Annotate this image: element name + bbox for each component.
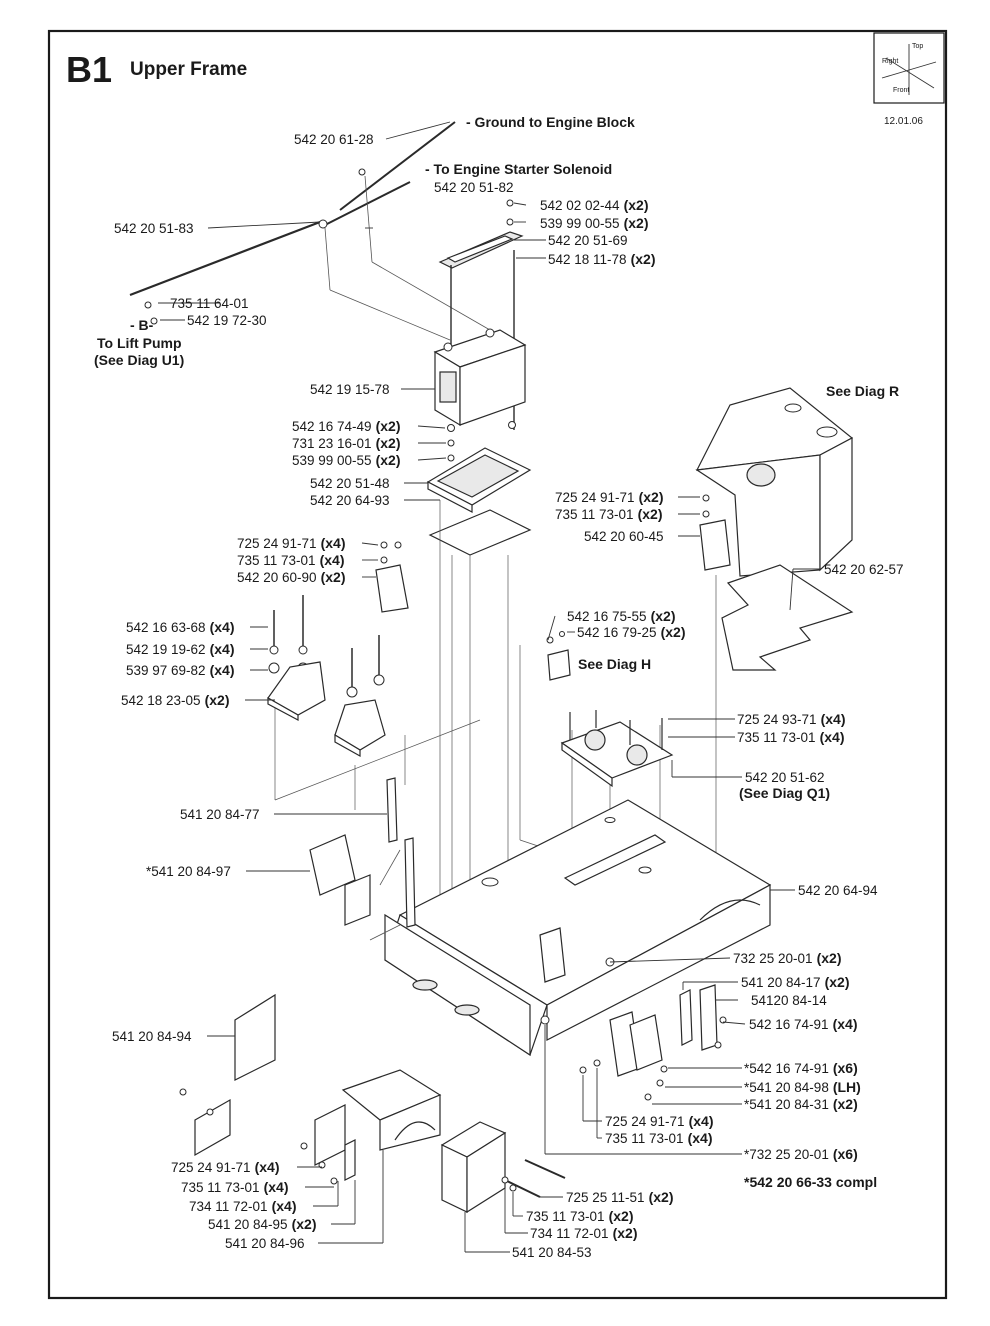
callout-label: 734 11 72-01(x4) bbox=[189, 1198, 296, 1214]
orientation-right: Right bbox=[882, 58, 898, 65]
callout-label: 541 20 84-53 bbox=[512, 1245, 592, 1260]
callout-label: 735 11 73-01(x4) bbox=[737, 729, 844, 745]
callout-label: 725 24 91-71(x4) bbox=[237, 535, 345, 551]
callout-label: 735 11 64-01 bbox=[170, 296, 249, 311]
callout-label: 725 24 93-71(x4) bbox=[737, 711, 845, 727]
leader-lines bbox=[158, 121, 820, 1253]
page-frame bbox=[47, 29, 948, 1300]
callout-label: 542 02 02-44(x2) bbox=[540, 197, 648, 213]
callout-label: 539 99 00-55(x2) bbox=[292, 452, 400, 468]
callout-label: 734 11 72-01(x2) bbox=[530, 1225, 637, 1241]
callout-label: 542 20 60-90(x2) bbox=[237, 569, 345, 585]
callout-label: 735 11 73-01(x4) bbox=[605, 1130, 712, 1146]
callout-label: 725 24 91-71(x4) bbox=[605, 1113, 713, 1129]
callout-label: 735 11 73-01(x2) bbox=[555, 506, 662, 522]
callout-label: 541 20 84-17(x2) bbox=[741, 974, 849, 990]
callout-label: 542 20 62-57 bbox=[824, 562, 904, 577]
callout-label: 735 11 73-01(x4) bbox=[181, 1179, 288, 1195]
callout-label: *541 20 84-31(x2) bbox=[744, 1096, 858, 1112]
callout-label: 539 99 00-55(x2) bbox=[540, 215, 648, 231]
orientation-front: Front bbox=[893, 87, 909, 94]
page-title: Upper Frame bbox=[130, 59, 247, 80]
callout-label: 725 24 91-71(x4) bbox=[171, 1159, 279, 1175]
callout-label: 542 16 75-55(x2) bbox=[567, 608, 675, 624]
callout-label: 542 19 15-78 bbox=[310, 382, 390, 397]
section-code: B1 bbox=[66, 49, 112, 90]
callout-label: 542 19 72-30 bbox=[187, 313, 267, 328]
callout-label: 542 20 61-28 bbox=[294, 132, 374, 147]
callout-label: *541 20 84-97 bbox=[146, 864, 231, 879]
callout-label: 725 24 91-71(x2) bbox=[555, 489, 663, 505]
callout-label: 542 18 11-78(x2) bbox=[548, 251, 655, 267]
callout-label: To Lift Pump bbox=[97, 335, 182, 351]
callout-label: *732 25 20-01(x6) bbox=[744, 1146, 858, 1162]
callout-label: 725 25 11-51(x2) bbox=[566, 1189, 673, 1205]
callout-label: - Ground to Engine Block bbox=[466, 114, 635, 130]
callout-label: 542 20 51-69 bbox=[548, 233, 628, 248]
callout-label: 542 20 64-94 bbox=[798, 883, 878, 898]
callout-label: 542 16 79-25(x2) bbox=[577, 624, 685, 640]
callout-label: 542 16 74-91(x4) bbox=[749, 1016, 857, 1032]
callout-label: 542 18 23-05(x2) bbox=[121, 692, 229, 708]
callout-label: 542 20 51-48 bbox=[310, 476, 390, 491]
callout-label: 542 16 74-49(x2) bbox=[292, 418, 400, 434]
callout-label: 542 16 63-68(x4) bbox=[126, 619, 234, 635]
orientation-indicator: Top Right Front bbox=[873, 32, 945, 104]
callout-label: *542 20 66-33 compl bbox=[744, 1174, 877, 1190]
callout-label: See Diag R bbox=[826, 383, 899, 399]
callout-label: 542 20 60-45 bbox=[584, 529, 664, 544]
callout-label: 542 20 51-62 bbox=[745, 770, 825, 785]
callout-label: (See Diag U1) bbox=[94, 352, 184, 368]
callout-label: See Diag H bbox=[578, 656, 651, 672]
callout-label: *541 20 84-98(LH) bbox=[744, 1079, 861, 1095]
callout-label: 731 23 16-01(x2) bbox=[292, 435, 400, 451]
callout-label: 541 20 84-95(x2) bbox=[208, 1216, 316, 1232]
callout-label: 735 11 73-01(x2) bbox=[526, 1208, 633, 1224]
callout-label: 542 19 19-62(x4) bbox=[126, 641, 234, 657]
callout-label: 542 20 51-82 bbox=[434, 180, 514, 195]
callout-label: - To Engine Starter Solenoid bbox=[425, 161, 612, 177]
parts-artwork bbox=[129, 121, 854, 1214]
callout-label: (See Diag Q1) bbox=[739, 785, 830, 801]
callout-label: 541 20 84-96 bbox=[225, 1236, 305, 1251]
orientation-top: Top bbox=[912, 43, 923, 50]
callout-label: 539 97 69-82(x4) bbox=[126, 662, 234, 678]
callout-label: 542 20 51-83 bbox=[114, 221, 194, 236]
callout-label: *542 16 74-91(x6) bbox=[744, 1060, 858, 1076]
callout-label: 54120 84-14 bbox=[751, 993, 827, 1008]
revision-date: 12.01.06 bbox=[884, 116, 923, 127]
callout-label: 541 20 84-94 bbox=[112, 1029, 192, 1044]
callout-label: 542 20 64-93 bbox=[310, 493, 390, 508]
callout-labels: - Ground to Engine Block - To Engine Sta… bbox=[94, 114, 904, 1260]
callout-label: 732 25 20-01(x2) bbox=[733, 950, 841, 966]
callout-label: 541 20 84-77 bbox=[180, 807, 260, 822]
callout-label: - B- bbox=[130, 317, 154, 333]
callout-label: 735 11 73-01(x4) bbox=[237, 552, 344, 568]
